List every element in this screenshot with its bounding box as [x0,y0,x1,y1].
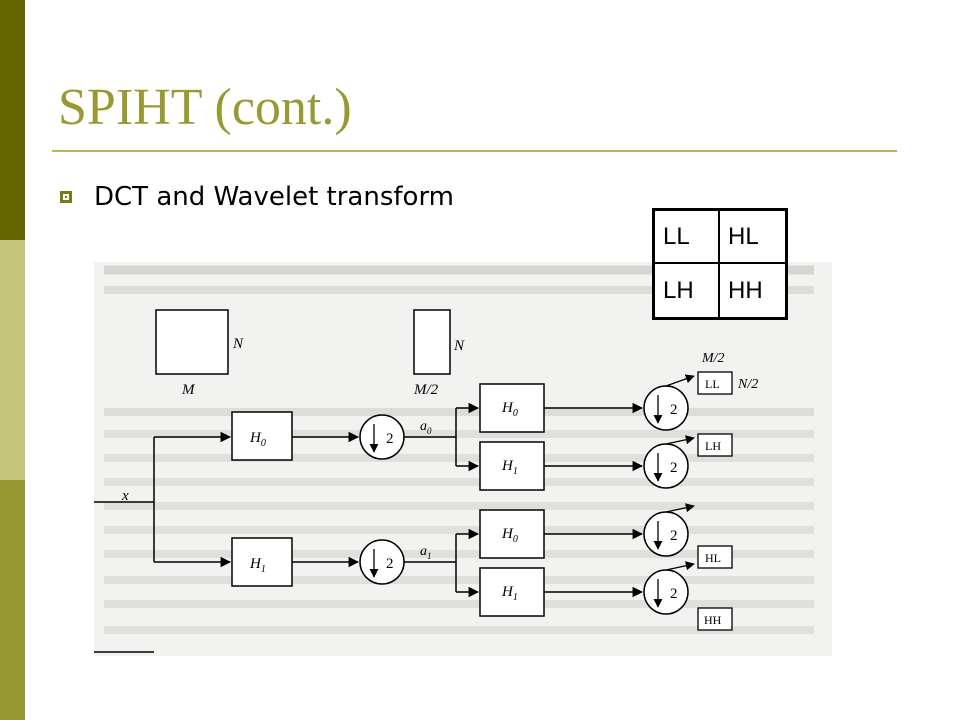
label-n-half: N/2 [737,377,758,392]
downsample-stage1-bottom-label: 2 [386,556,394,572]
quadrant-ll: LL [655,211,720,264]
wavelet-decomposition-figure: N M N M/2 M/2 x H0 H1 2 2 a0 a1 [94,262,832,656]
side-stripe-bottom [0,480,25,720]
bullet-item: DCT and Wavelet transform [60,182,454,212]
slide-title: SPIHT (cont.) [58,79,352,136]
image-block-full [155,309,229,375]
filter-h0-stage2-b-label: H0 [501,526,518,545]
bullet-text: DCT and Wavelet transform [94,182,455,212]
side-stripe-middle [0,240,25,480]
svg-text:2: 2 [670,528,678,544]
output-block-ll [697,371,733,395]
downsample-stage2-3: 2 [643,511,689,557]
image-block-half [413,309,451,375]
filter-h0-stage1-label: H0 [249,430,266,449]
quadrant-hh: HH [728,276,763,304]
output-hl-label: HL [705,551,721,565]
output-lh-label: LH [705,439,721,453]
label-m-half: M/2 [413,382,439,398]
filter-bank-diagram: N M N M/2 M/2 x H0 H1 2 2 a0 a1 [94,265,814,653]
downsample-stage2-4: 2 [643,569,689,615]
label-input-x: x [121,488,129,504]
svg-text:2: 2 [670,586,678,602]
label-m-half-out: M/2 [701,351,725,366]
downsample-stage1-bottom [359,539,405,585]
downsample-stage1-top [359,414,405,460]
filter-h0-stage1 [231,411,293,461]
label-a1: a1 [420,544,432,561]
filter-h1-stage2-a-label: H1 [501,458,518,477]
filter-h1-stage2-b [479,567,545,617]
filter-h1-stage1-label: H1 [249,556,266,575]
scanned-background-text [104,265,814,634]
quadrant-lh: LH [655,264,720,317]
output-block-lh [697,433,733,457]
label-n: N [232,336,244,352]
output-block-hl [697,545,733,569]
svg-text:2: 2 [670,460,678,476]
filter-h1-stage1 [231,537,293,587]
filter-h1-stage2-b-label: H1 [501,584,518,603]
downsample-stage2-1: 2 [643,385,689,431]
output-hh-label: HH [704,613,722,627]
subband-quadrant-table: LL HL LH HH [652,208,788,320]
side-stripe-top [0,0,25,240]
title-divider [52,150,897,152]
downsample-stage1-top-label: 2 [386,431,394,447]
label-n-half-block: N [453,338,465,354]
output-ll-label: LL [705,377,720,391]
label-a0: a0 [420,419,432,436]
downsample-stage2-2: 2 [643,443,689,489]
svg-text:2: 2 [670,402,678,418]
label-m: M [181,382,196,398]
quadrant-hl: HL [720,211,785,264]
square-bullet-icon [60,191,72,203]
filter-h0-stage2-a-label: H0 [501,400,518,419]
output-block-hh [697,607,733,631]
filter-h0-stage2-b [479,509,545,559]
